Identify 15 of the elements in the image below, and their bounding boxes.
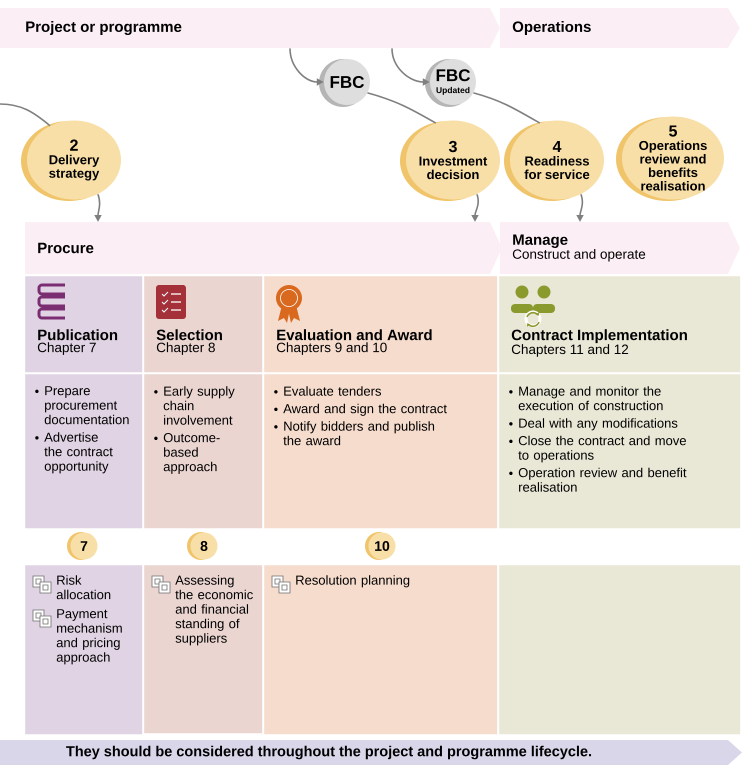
topic-cell: Assessing the economic and financial standing of suppliers	[144, 565, 262, 734]
topic-cell: Risk allocation Payment mechanism and pricing approach	[25, 565, 142, 734]
stage-banner: Operations	[500, 8, 740, 48]
task-list-cell: Evaluate tenders Award and sign the contract Notify bidders and publish the award	[264, 374, 498, 528]
stage-banner: Manage Construct and operate	[500, 222, 740, 274]
task-list-cell: Prepare procurement documentation Advertise the contract opportunity	[25, 374, 142, 528]
summary-banner: They should be considered throughout the project and programme lifecycle.	[0, 740, 742, 765]
stage-header-cell: Selection Chapter 8	[144, 276, 262, 372]
stage-banner: Procure	[25, 222, 502, 274]
task-list-cell: Manage and monitor the execution of construction Deal with any modifications Close the contract and move to operations Operation review and benefit realisation	[499, 374, 740, 528]
topic-cell: Resolution planning	[264, 565, 498, 734]
stage-header-cell: Evaluation and Award Chapters 9 and 10	[264, 276, 498, 372]
stage-header-cell: Contract Implementation Chapters 11 and 12	[499, 276, 740, 372]
task-list-cell: Early supply chain involvement Outcome-based approach	[144, 374, 262, 528]
stage-header-cell: Publication Chapter 7	[25, 276, 142, 372]
